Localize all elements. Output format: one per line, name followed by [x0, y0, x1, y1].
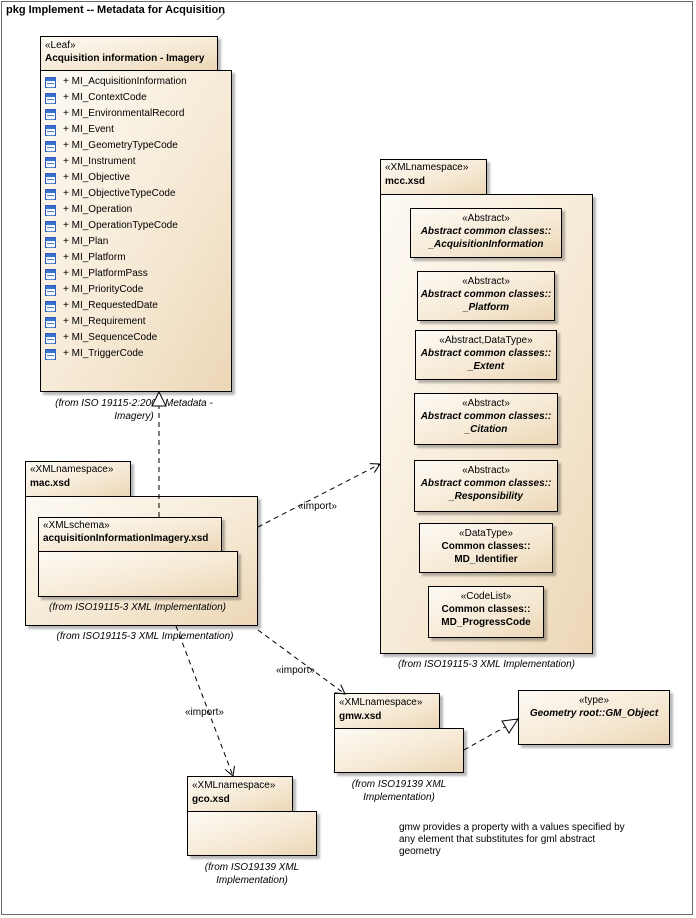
- class-element-icon: [45, 285, 56, 296]
- mac-package-name: mac.xsd: [30, 478, 71, 489]
- leaf-package-tab[interactable]: [40, 36, 218, 71]
- import-mac-to-gmw[interactable]: [257, 629, 346, 695]
- gco-package-body[interactable]: [187, 811, 317, 856]
- leaf-package-item-label: + MI_Event: [63, 124, 114, 135]
- import-label-mcc: «import»: [298, 501, 337, 512]
- gco-package-from-2: Implementation): [216, 875, 288, 886]
- realization-gmw-to-gmobject[interactable]: [463, 718, 519, 751]
- gmw-package-name: gmw.xsd: [339, 711, 382, 722]
- class-element-icon: [45, 205, 56, 216]
- gco-package-stereotype: «XMLnamespace»: [192, 780, 276, 791]
- class-element-icon: [45, 237, 56, 248]
- class-element-icon: [45, 109, 56, 120]
- class-responsibility[interactable]: «Abstract» Abstract common classes:: _Re…: [414, 460, 558, 512]
- leaf-package-item-label: + MI_PlatformPass: [63, 268, 148, 279]
- leaf-package-item-label: + MI_ContextCode: [63, 92, 147, 103]
- note-line-3: geometry: [399, 846, 441, 857]
- class-element-icon: [45, 157, 56, 168]
- class-element-icon: [45, 173, 56, 184]
- leaf-package-item-label: + MI_EnvironmentalRecord: [63, 108, 185, 119]
- class-element-icon: [45, 125, 56, 136]
- gco-package-name: gco.xsd: [192, 794, 230, 805]
- class-element-icon: [45, 141, 56, 152]
- note-line-2: any element that substitutes for gml abs…: [399, 834, 596, 845]
- mcc-package-from: (from ISO19115-3 XML Implementation): [398, 659, 575, 670]
- mac-package-tab[interactable]: [25, 461, 131, 497]
- leaf-package-item-label: + MI_TriggerCode: [63, 348, 144, 359]
- leaf-package-item-label: + MI_GeometryTypeCode: [63, 140, 178, 151]
- leaf-package-item-label: + MI_OperationTypeCode: [63, 220, 178, 231]
- frame-title: pkg Implement -- Metadata for Acquisitio…: [6, 4, 225, 16]
- mac-package-stereotype: «XMLnamespace»: [30, 464, 114, 475]
- class-element-icon: [45, 253, 56, 264]
- import-mac-to-mcc[interactable]: [257, 463, 381, 528]
- class-element-icon: [45, 333, 56, 344]
- gco-package-tab[interactable]: [187, 776, 293, 812]
- schema-package-name: acquisitionInformationImagery.xsd: [43, 533, 209, 544]
- leaf-package-stereotype: «Leaf»: [45, 40, 76, 51]
- leaf-package-from-2: Imagery): [114, 411, 154, 422]
- leaf-package-name: Acquisition information - Imagery: [45, 53, 205, 64]
- schema-package-stereotype: «XMLschema»: [43, 520, 110, 531]
- realization-schema-to-leaf[interactable]: [151, 390, 167, 517]
- class-element-icon: [45, 221, 56, 232]
- class-md-progress-code[interactable]: «CodeList» Common classes:: MD_ProgressC…: [428, 586, 544, 638]
- mcc-package-name: mcc.xsd: [385, 176, 426, 187]
- gmw-package-from-1: (from ISO19139 XML: [351, 779, 447, 790]
- leaf-package-item-label: + MI_PriorityCode: [63, 284, 144, 295]
- mac-inner-from: (from ISO19115-3 XML Implementation): [49, 602, 226, 613]
- class-element-icon: [45, 349, 56, 360]
- class-element-icon: [45, 269, 56, 280]
- class-extent[interactable]: «Abstract,DataType» Abstract common clas…: [415, 330, 557, 380]
- note-line-1: gmw provides a property with a values sp…: [399, 822, 625, 833]
- gmw-package-stereotype: «XMLnamespace»: [339, 697, 423, 708]
- class-md-identifier[interactable]: «DataType» Common classes:: MD_Identifie…: [419, 523, 553, 573]
- class-element-icon: [45, 77, 56, 88]
- gmw-package-from-2: Implementation): [363, 792, 435, 803]
- class-element-icon: [45, 317, 56, 328]
- class-element-icon: [45, 301, 56, 312]
- mac-package-from: (from ISO19115-3 XML Implementation): [56, 631, 234, 642]
- class-citation[interactable]: «Abstract» Abstract common classes:: _Ci…: [414, 393, 558, 445]
- leaf-package-item-label: + MI_AcquisitionInformation: [63, 76, 187, 87]
- import-mac-to-gco[interactable]: [175, 625, 235, 777]
- leaf-package-item-label: + MI_SequenceCode: [63, 332, 158, 343]
- frame-title-tab: [216, 11, 225, 20]
- gmw-package-body[interactable]: [334, 728, 464, 773]
- class-gm-object[interactable]: «type» Geometry root::GM_Object: [518, 690, 670, 745]
- class-element-icon: [45, 189, 56, 200]
- class-platform[interactable]: «Abstract» Abstract common classes:: _Pl…: [417, 271, 555, 321]
- leaf-package-body[interactable]: [40, 70, 232, 392]
- gco-package-from-1: (from ISO19139 XML: [204, 862, 300, 873]
- import-label-gmw: «import»: [276, 665, 315, 676]
- leaf-package-item-label: + MI_RequestedDate: [63, 300, 158, 311]
- leaf-package-item-label: + MI_Plan: [63, 236, 109, 247]
- leaf-package-item-label: + MI_Instrument: [63, 156, 136, 167]
- import-label-gco: «import»: [185, 707, 224, 718]
- leaf-package-item-label: + MI_Platform: [63, 252, 126, 263]
- schema-package-body[interactable]: [38, 551, 238, 597]
- class-element-icon: [45, 93, 56, 104]
- mcc-package-stereotype: «XMLnamespace»: [385, 162, 469, 173]
- class-acquisition-information[interactable]: «Abstract» Abstract common classes:: _Ac…: [410, 208, 562, 258]
- leaf-package-item-label: + MI_ObjectiveTypeCode: [63, 188, 176, 199]
- leaf-package-item-label: + MI_Operation: [63, 204, 133, 215]
- leaf-package-item-label: + MI_Requirement: [63, 316, 146, 327]
- leaf-package-from-1: (from ISO 19115-2:2009 Metadata -: [55, 398, 213, 409]
- leaf-package-item-label: + MI_Objective: [63, 172, 130, 183]
- schema-package-tab[interactable]: [38, 517, 222, 552]
